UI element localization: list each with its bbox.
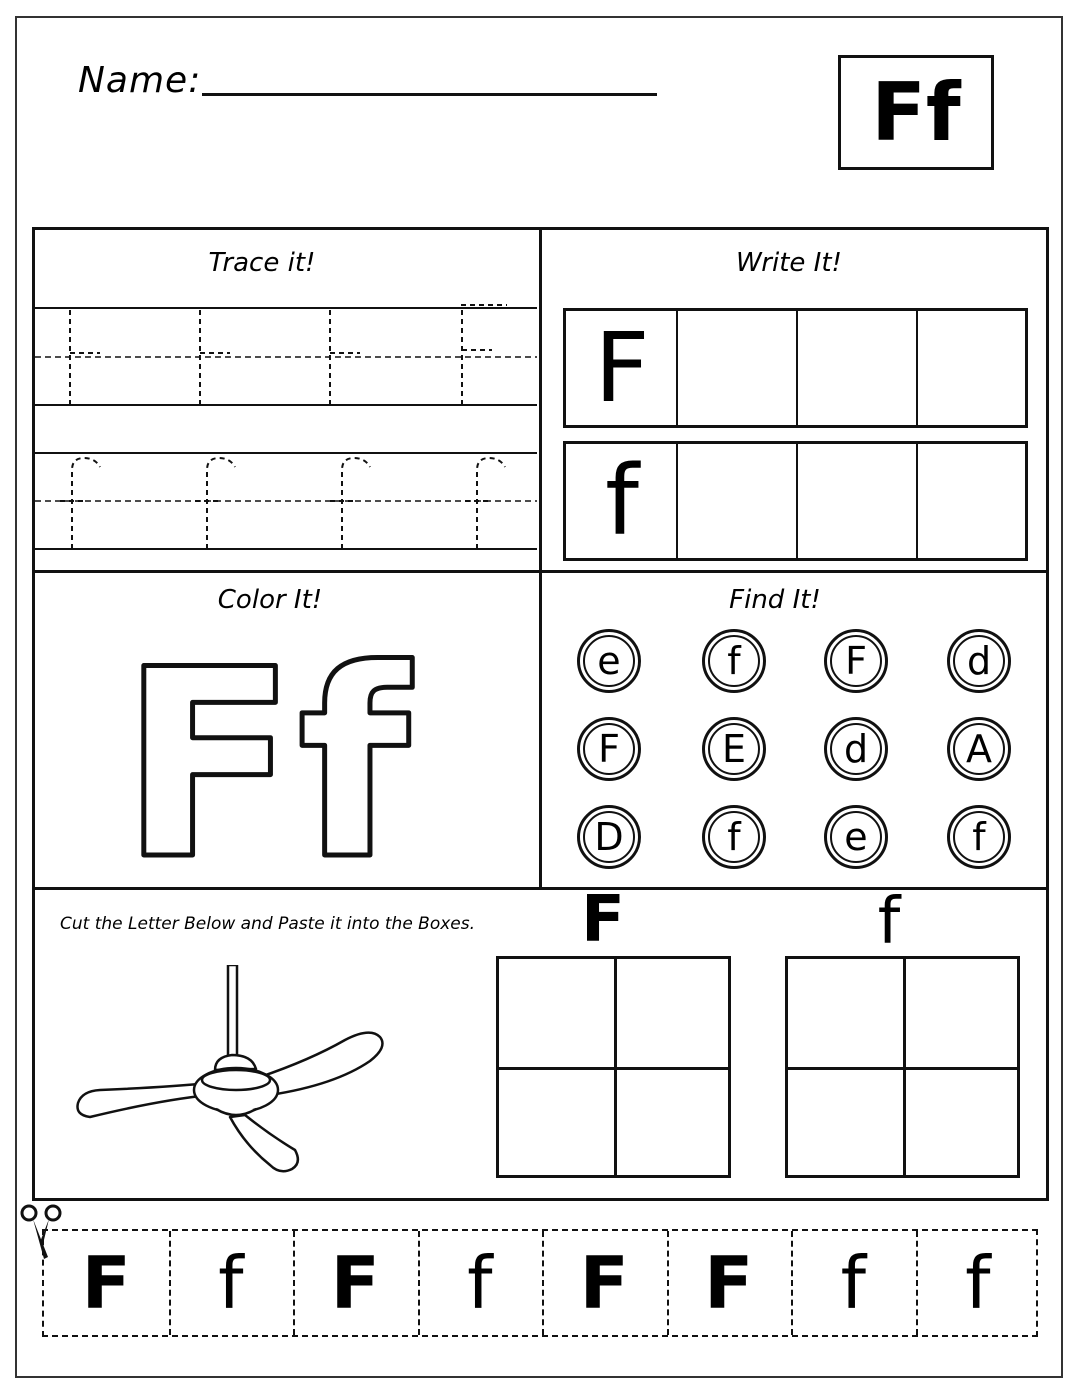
cut-line	[293, 1231, 295, 1335]
write-cell[interactable]	[916, 311, 918, 425]
find-letter-circle[interactable]: f	[702, 629, 766, 693]
find-title: Find It!	[729, 585, 821, 615]
write-row-uppercase[interactable]: F	[563, 308, 1028, 428]
name-label: Name:	[78, 60, 202, 101]
find-letter-circle[interactable]: d	[947, 629, 1011, 693]
cut-letter-tile[interactable]: F	[704, 1241, 754, 1325]
cut-instruction: Cut the Letter Below and Paste it into t…	[60, 914, 476, 934]
find-letter-circle[interactable]: F	[577, 717, 641, 781]
cut-letter-tile[interactable]: F	[81, 1241, 131, 1325]
color-title: Color It!	[217, 585, 323, 615]
color-letters-outline: Ff	[120, 630, 417, 870]
cut-line	[417, 1231, 420, 1335]
cut-line	[168, 1231, 171, 1335]
color-letters-text: Ff	[120, 630, 415, 870]
write-row-lowercase[interactable]: f	[563, 441, 1028, 561]
write-cell[interactable]	[676, 444, 678, 558]
ceiling-fan-icon	[76, 965, 384, 1173]
write-cell[interactable]	[796, 444, 798, 558]
cut-line	[666, 1231, 669, 1335]
write-cell[interactable]	[916, 444, 918, 558]
page-border	[15, 16, 1063, 1378]
write-cell[interactable]	[676, 311, 678, 425]
find-letter-circle[interactable]: A	[947, 717, 1011, 781]
write-cell[interactable]	[796, 311, 798, 425]
cut-letter-tile[interactable]: f	[218, 1241, 244, 1325]
paste-box-uppercase[interactable]	[496, 956, 731, 1178]
cut-line	[542, 1231, 544, 1335]
grid-divider-row2	[32, 887, 1049, 890]
cut-letter-tile[interactable]: f	[965, 1241, 991, 1325]
cut-letter-tile[interactable]: f	[467, 1241, 493, 1325]
write-model-letter: F	[594, 312, 650, 424]
trace-title: Trace it!	[208, 248, 316, 278]
find-letter-circle[interactable]: D	[577, 805, 641, 869]
cut-line	[915, 1231, 918, 1335]
cut-line	[791, 1231, 793, 1335]
find-letter-circle[interactable]: f	[702, 805, 766, 869]
find-letter-circle[interactable]: E	[702, 717, 766, 781]
write-title: Write It!	[736, 248, 842, 278]
letter-box: Ff	[838, 55, 994, 170]
paste-box-lowercase[interactable]	[785, 956, 1020, 1178]
find-letter-circle[interactable]: e	[824, 805, 888, 869]
grid-divider-row1	[32, 570, 1049, 573]
cut-letter-tile[interactable]: F	[579, 1241, 629, 1325]
trace-practice-lines	[35, 304, 537, 550]
name-line[interactable]	[202, 93, 657, 96]
find-letter-circle[interactable]: d	[824, 717, 888, 781]
grid-divider-vertical	[539, 227, 542, 890]
find-letter-circle[interactable]: f	[947, 805, 1011, 869]
cut-letter-tile[interactable]: F	[330, 1241, 380, 1325]
find-letter-circle[interactable]: F	[824, 629, 888, 693]
paste-label-lowercase: f	[877, 885, 901, 959]
find-letter-circle[interactable]: e	[577, 629, 641, 693]
cut-letter-tile[interactable]: f	[840, 1241, 866, 1325]
paste-label-uppercase: F	[581, 883, 625, 957]
write-model-letter: f	[605, 445, 639, 557]
